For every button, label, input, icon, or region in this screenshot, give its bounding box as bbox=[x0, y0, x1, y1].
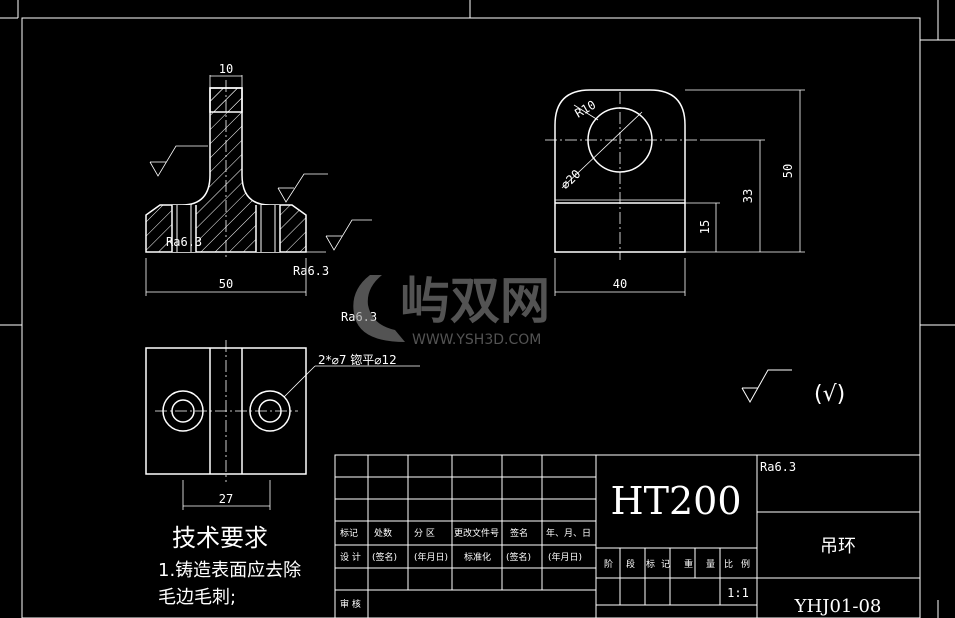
design-label-4: 标准化 bbox=[464, 551, 491, 563]
part-name: 吊环 bbox=[820, 536, 856, 557]
title-roughness: Ra6.3 bbox=[760, 460, 796, 474]
review-label: 审 核 bbox=[340, 598, 361, 610]
header-label-6: 年、月、日 bbox=[546, 527, 591, 539]
watermark-logo-icon bbox=[353, 275, 405, 342]
front-view-dimensions bbox=[145, 75, 372, 296]
side-view bbox=[545, 89, 700, 260]
stage-label-7: 比 bbox=[724, 558, 733, 570]
title-block bbox=[334, 454, 921, 618]
watermark: 屿双网 WWW.YSH3D.COM bbox=[353, 272, 550, 348]
stage-label-3: 标 bbox=[646, 558, 655, 570]
top-view-dimensions bbox=[182, 365, 420, 510]
stage-label-8: 例 bbox=[741, 558, 750, 570]
roughness-label-right: Ra6.3 bbox=[293, 264, 329, 278]
header-label-1: 标记 bbox=[340, 527, 358, 539]
title-block-design-row: 设 计 (签名) (年月日) 标准化 (签名) (年月日) 审 核 bbox=[340, 551, 582, 610]
holes-note: 2*⌀7 锪平⌀12 bbox=[318, 352, 397, 367]
header-label-5: 签名 bbox=[510, 527, 528, 539]
design-label-1: 设 计 bbox=[340, 551, 361, 563]
roughness-default-symbol bbox=[741, 369, 792, 404]
tech-line-2: 毛边毛刺; bbox=[158, 587, 236, 608]
title-block-stage-row: 阶 段 标 记 重 量 比 例 bbox=[604, 558, 750, 570]
watermark-url: WWW.YSH3D.COM bbox=[412, 332, 541, 348]
dim-hole-spacing: 27 bbox=[219, 492, 233, 506]
design-label-3: (年月日) bbox=[414, 551, 448, 563]
header-label-2: 处数 bbox=[374, 527, 392, 539]
material: HT200 bbox=[610, 479, 741, 523]
stage-label-5: 重 bbox=[684, 558, 693, 570]
stage-label-2: 段 bbox=[626, 558, 635, 570]
title-block-header-row: 标记 处数 分 区 更改文件号 签名 年、月、日 bbox=[340, 527, 591, 539]
drawing-number: YHJ01-08 bbox=[794, 596, 882, 617]
dim-top-width: 10 bbox=[219, 62, 233, 76]
scale: 1:1 bbox=[727, 586, 749, 600]
side-view-dimensions bbox=[554, 89, 805, 296]
dim-height-base: 15 bbox=[698, 220, 712, 234]
tech-heading: 技术要求 bbox=[172, 524, 268, 552]
watermark-brand: 屿双网 bbox=[400, 272, 550, 330]
roughness-label-left: Ra6.3 bbox=[166, 235, 202, 249]
stage-label-4: 记 bbox=[661, 559, 670, 570]
dim-base-width: 50 bbox=[219, 277, 233, 291]
top-view bbox=[145, 340, 307, 482]
front-view bbox=[145, 80, 307, 258]
dim-side-width: 40 bbox=[613, 277, 627, 291]
design-label-6: (年月日) bbox=[548, 551, 582, 563]
header-label-4: 更改文件号 bbox=[454, 527, 499, 539]
design-label-2: (签名) bbox=[372, 551, 397, 563]
roughness-other: (√) bbox=[814, 382, 845, 407]
dim-height-center: 33 bbox=[741, 189, 755, 203]
stage-label-1: 阶 bbox=[604, 558, 613, 570]
stage-label-6: 量 bbox=[706, 559, 715, 570]
header-label-3: 分 区 bbox=[414, 528, 435, 539]
tech-line-1: 1.铸造表面应去除 bbox=[158, 560, 301, 581]
design-label-5: (签名) bbox=[506, 551, 531, 563]
dim-radius: R10 bbox=[573, 98, 599, 121]
dim-height-total: 50 bbox=[781, 164, 795, 178]
